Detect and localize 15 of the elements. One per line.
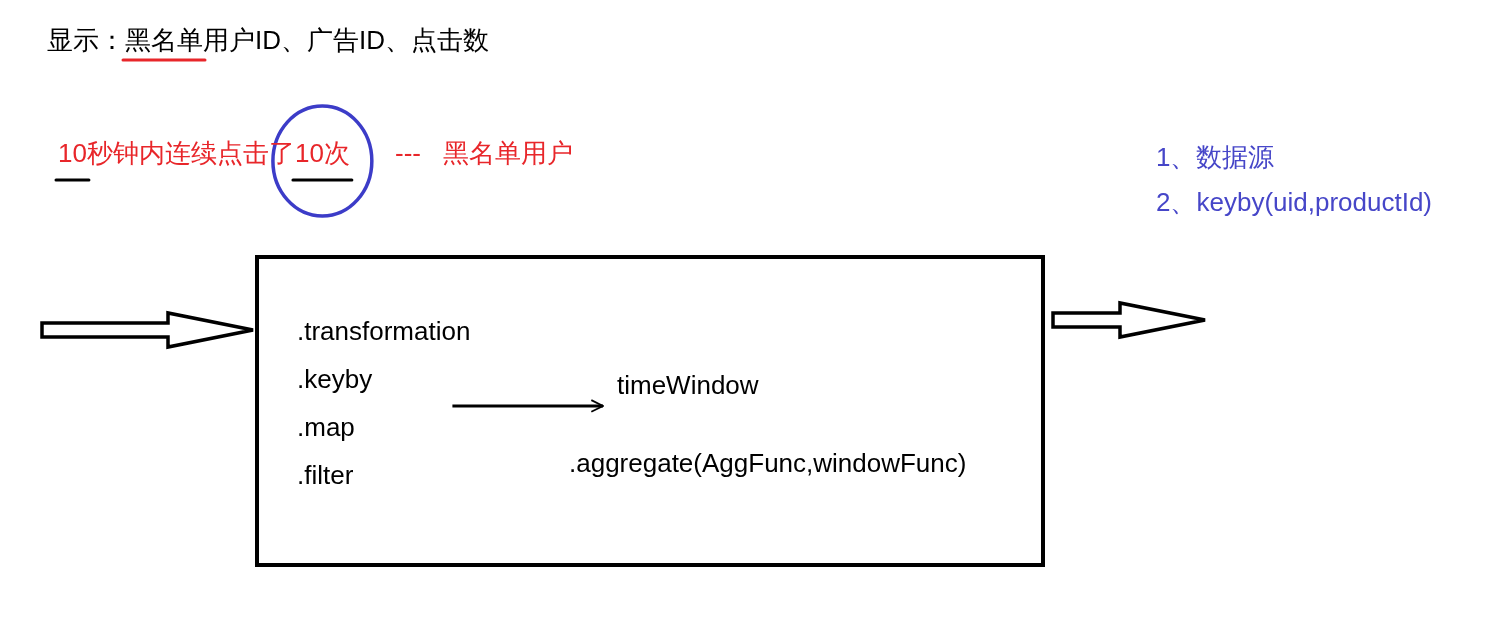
block-arrow [1051,300,1207,340]
code-line: .transformation [297,317,471,347]
code-line: .keyby [297,364,374,395]
process-box [255,255,1045,567]
block-arrow [40,310,255,350]
code-line: .map [297,412,356,443]
arrow [452,399,604,413]
annotation-text: --- [395,139,421,169]
annotation-text: 黑名单用户 [443,139,573,169]
code-line: .filter [297,460,355,491]
annotation-text: 2、keyby(uid,productId) [1156,188,1433,218]
annotation-text: 显示：黑名单用户ID、广告ID、点击数 [47,26,489,56]
annotation-text: 1、数据源 [1156,143,1275,173]
operator-label: timeWindow [617,371,759,401]
code-line: .aggregate(AggFunc,windowFunc) [569,449,967,479]
